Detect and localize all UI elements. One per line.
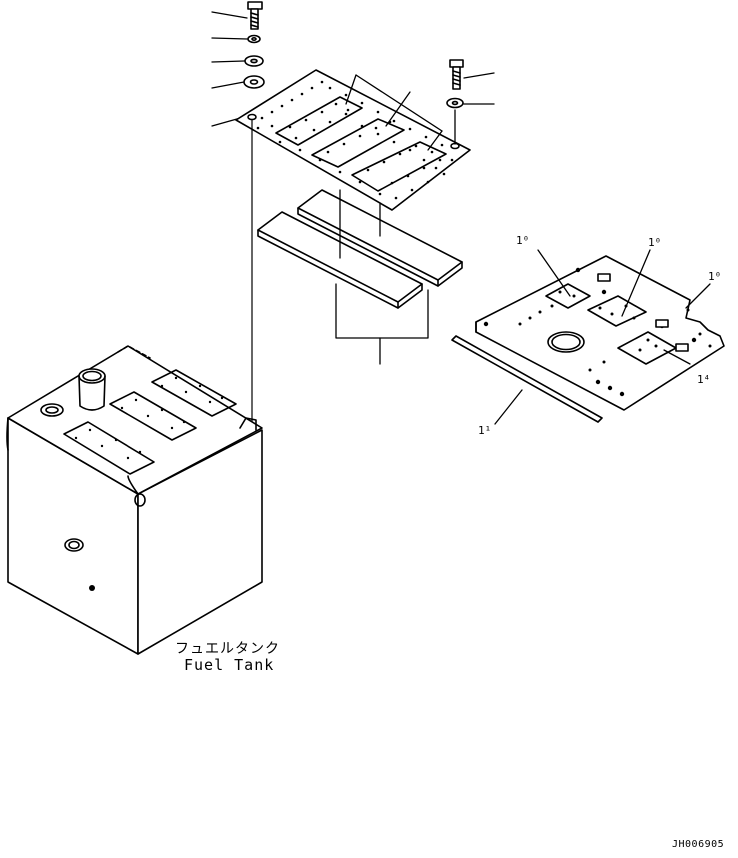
left-lock-washer [247, 34, 261, 44]
right-bolt [449, 59, 464, 90]
top-plate-pad-3 [351, 141, 447, 192]
top-plate-perforations [256, 80, 454, 200]
floor-plate-pad-2 [587, 295, 647, 327]
left-washer [244, 55, 264, 67]
floor-plate-leaders [494, 249, 711, 425]
top-pad-leaders [345, 74, 443, 151]
drawing-number: JH006905 [672, 839, 725, 850]
callout-right-bottom: 1¹ [478, 424, 492, 437]
right-hardware-leaders [454, 72, 495, 145]
top-plate-pad-1 [275, 96, 363, 146]
top-cover-plate [235, 69, 471, 211]
fuel-tank [6, 345, 263, 655]
fuel-tank-label-jp: フュエルタンク [175, 641, 280, 657]
callout-right-top-3: 1⁰ [708, 270, 722, 283]
right-washer [446, 97, 464, 109]
callout-right-side: 1⁴ [697, 373, 711, 386]
callout-right-top-2: 1⁰ [648, 236, 662, 249]
left-leader-lines [211, 11, 248, 127]
left-bolt [247, 1, 263, 30]
floor-plate-pad-1 [545, 283, 591, 309]
fuel-tank-label-en: Fuel Tank [184, 656, 275, 674]
callout-right-top-1: 1⁰ [516, 234, 530, 247]
floor-plate-holes [483, 267, 712, 397]
top-plate-pad-2 [311, 118, 405, 168]
right-floor-plate [475, 255, 725, 411]
floor-edge-strip [451, 335, 603, 423]
left-thick-washer [243, 75, 265, 89]
strip-leaders [335, 189, 429, 365]
